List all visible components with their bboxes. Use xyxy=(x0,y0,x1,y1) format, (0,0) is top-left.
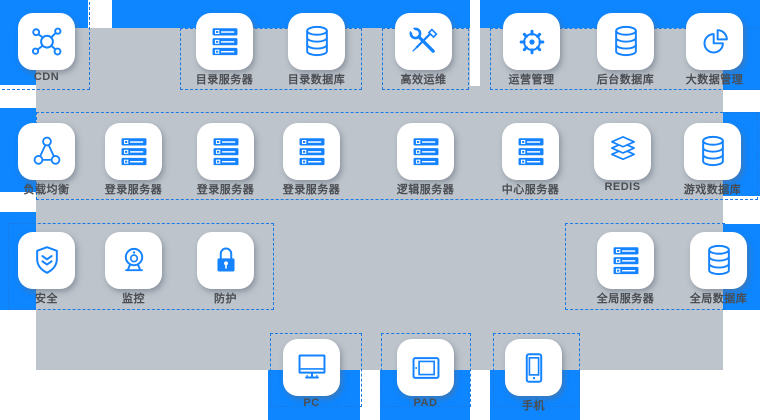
node-label: 全局服务器 xyxy=(596,293,655,305)
lock-icon xyxy=(205,240,247,282)
node-login-server-2: 登录服务器 xyxy=(197,123,254,196)
node-tile xyxy=(197,123,254,180)
tools-icon xyxy=(403,21,445,63)
node-cdn: CDN xyxy=(18,13,75,83)
node-tile xyxy=(684,123,741,180)
node-tile xyxy=(397,123,454,180)
node-global-server: 全局服务器 xyxy=(597,232,654,305)
node-tile xyxy=(105,123,162,180)
node-tile xyxy=(283,123,340,180)
server-icon xyxy=(291,131,333,173)
shield-icon xyxy=(26,240,68,282)
triangle-network-icon xyxy=(26,131,68,173)
node-logic-server: 逻辑服务器 xyxy=(397,123,454,196)
node-tile xyxy=(397,339,454,396)
node-tile xyxy=(196,13,253,70)
database-icon xyxy=(605,21,647,63)
node-label: 大数据管理 xyxy=(685,74,744,86)
server-icon xyxy=(113,131,155,173)
node-label: 游戏数据库 xyxy=(683,184,742,196)
node-label: PAD xyxy=(413,397,438,409)
node-phone: 手机 xyxy=(505,339,562,412)
node-tile xyxy=(197,232,254,289)
group-box-security xyxy=(8,223,274,310)
group-box-directory xyxy=(180,28,362,90)
node-game-database: 游戏数据库 xyxy=(684,123,741,196)
node-tile xyxy=(686,13,743,70)
node-label: 负载均衡 xyxy=(23,184,70,196)
node-label: 高效运维 xyxy=(400,74,447,86)
group-box-pad xyxy=(381,333,471,407)
node-label: 中心服务器 xyxy=(501,184,560,196)
server-icon xyxy=(405,131,447,173)
panel-gap xyxy=(470,28,480,86)
node-label: 手机 xyxy=(522,400,545,412)
node-tile xyxy=(690,232,747,289)
node-label: 逻辑服务器 xyxy=(396,184,455,196)
node-center-server: 中心服务器 xyxy=(502,123,559,196)
node-tile xyxy=(597,13,654,70)
node-login-server-1: 登录服务器 xyxy=(105,123,162,196)
node-pc: PC xyxy=(283,339,340,409)
node-tile xyxy=(395,13,452,70)
node-label: 目录服务器 xyxy=(195,74,254,86)
node-management: 运营管理 xyxy=(503,13,560,86)
node-load-balancer: 负载均衡 xyxy=(18,123,75,196)
node-tile xyxy=(283,339,340,396)
node-backend-database: 后台数据库 xyxy=(597,13,654,86)
node-label: 运营管理 xyxy=(508,74,555,86)
group-box-cdn xyxy=(0,0,90,90)
node-tile xyxy=(288,13,345,70)
node-monitor: 监控 xyxy=(105,232,162,305)
database-icon xyxy=(698,240,740,282)
node-redis: REDIS xyxy=(594,123,651,193)
pie-chart-icon xyxy=(694,21,736,63)
server-icon xyxy=(510,131,552,173)
node-tile xyxy=(594,123,651,180)
gear-icon xyxy=(511,21,553,63)
node-tile xyxy=(597,232,654,289)
network-icon xyxy=(26,21,68,63)
node-label: PC xyxy=(303,397,320,409)
node-label: 登录服务器 xyxy=(104,184,163,196)
database-icon xyxy=(692,131,734,173)
node-label: CDN xyxy=(33,71,60,83)
node-label: 监控 xyxy=(122,293,145,305)
node-label: 目录数据库 xyxy=(287,74,346,86)
node-label: 全局数据库 xyxy=(689,293,748,305)
node-tile xyxy=(503,13,560,70)
group-box-phone xyxy=(493,333,580,407)
node-ops: 高效运维 xyxy=(395,13,452,86)
webcam-icon xyxy=(113,240,155,282)
node-tile xyxy=(505,339,562,396)
node-label: 防护 xyxy=(214,293,237,305)
node-login-server-3: 登录服务器 xyxy=(283,123,340,196)
database-icon xyxy=(296,21,338,63)
node-tile xyxy=(18,123,75,180)
monitor-icon xyxy=(291,347,333,389)
node-directory-server: 目录服务器 xyxy=(196,13,253,86)
node-label: REDIS xyxy=(604,181,641,193)
node-pad: PAD xyxy=(397,339,454,409)
server-icon xyxy=(605,240,647,282)
server-icon xyxy=(204,21,246,63)
tablet-icon xyxy=(405,347,447,389)
node-tile xyxy=(18,13,75,70)
server-icon xyxy=(205,131,247,173)
node-tile xyxy=(502,123,559,180)
node-protection: 防护 xyxy=(197,232,254,305)
node-bigdata: 大数据管理 xyxy=(686,13,743,86)
node-global-database: 全局数据库 xyxy=(690,232,747,305)
node-security: 安全 xyxy=(18,232,75,305)
layers-icon xyxy=(602,131,644,173)
node-label: 登录服务器 xyxy=(282,184,341,196)
node-label: 登录服务器 xyxy=(196,184,255,196)
node-label: 后台数据库 xyxy=(596,74,655,86)
group-box-pc xyxy=(270,333,362,407)
node-label: 安全 xyxy=(35,293,58,305)
node-tile xyxy=(18,232,75,289)
node-tile xyxy=(105,232,162,289)
node-directory-database: 目录数据库 xyxy=(288,13,345,86)
smartphone-icon xyxy=(513,347,555,389)
